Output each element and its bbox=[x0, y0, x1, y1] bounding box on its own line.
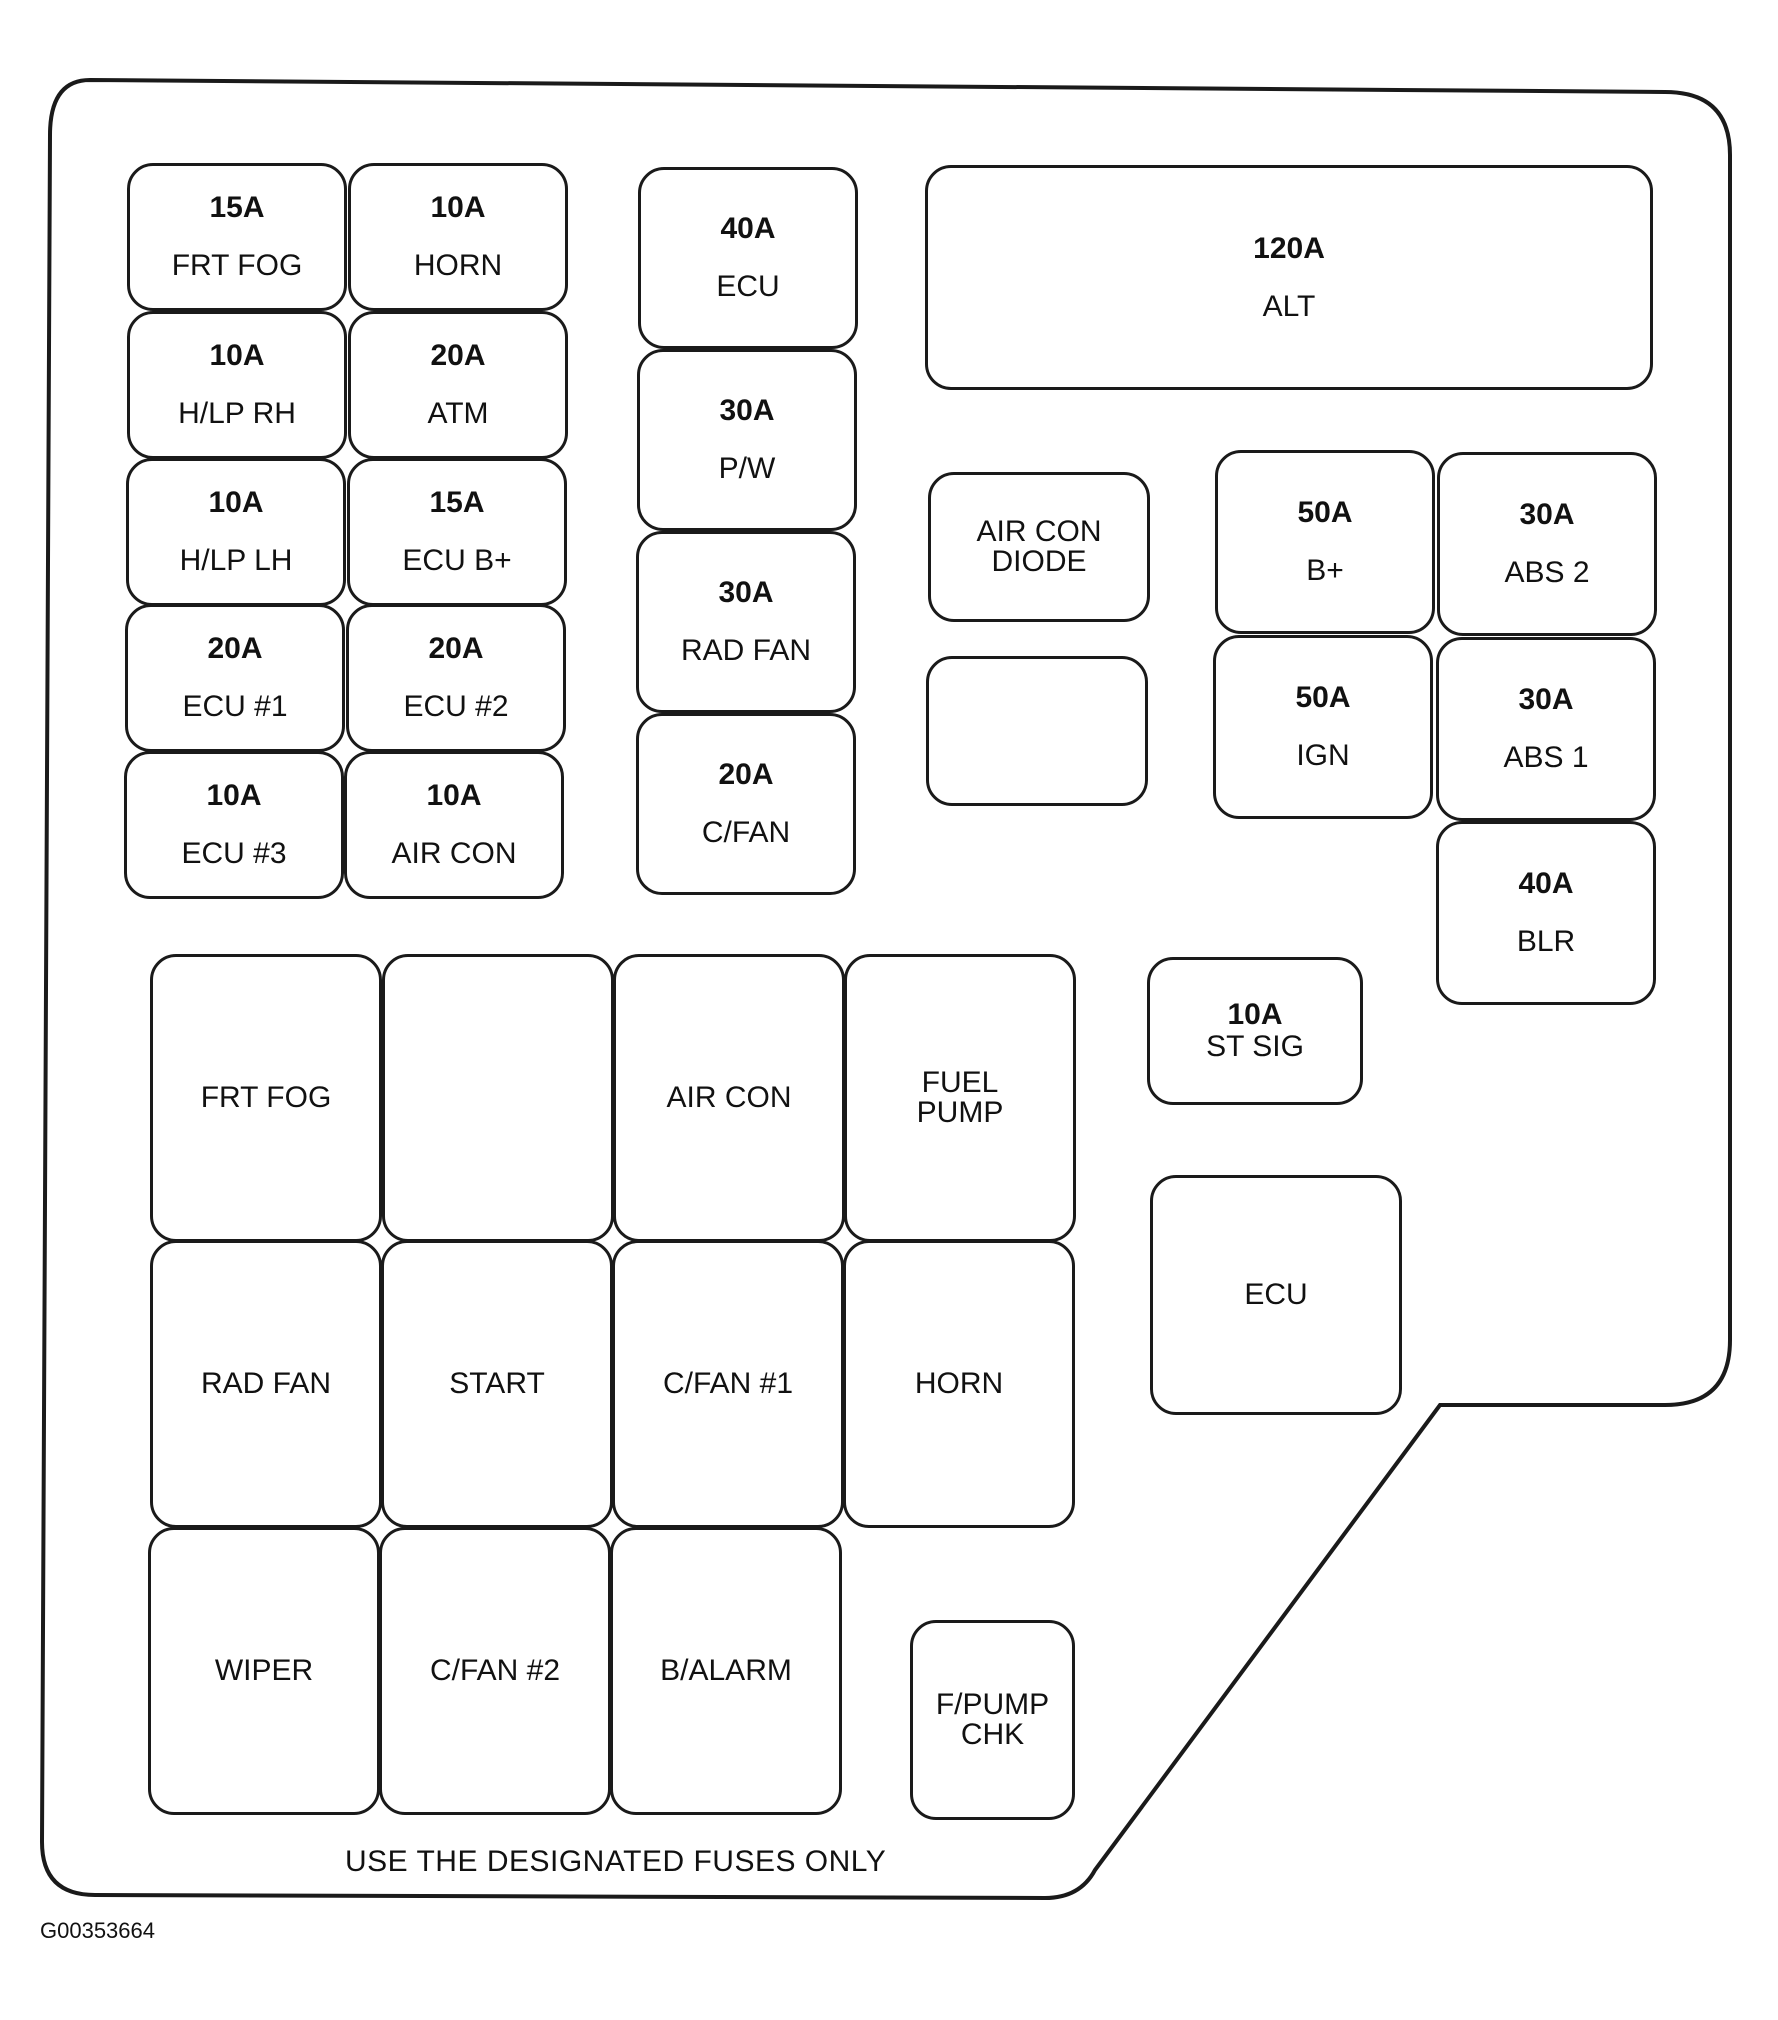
fuse-label: H/LP RH bbox=[178, 397, 296, 430]
amp-rating: 50A bbox=[1297, 496, 1353, 529]
alt-fusible-link: 120A ALT bbox=[925, 165, 1653, 390]
amp-rating: 20A bbox=[430, 339, 486, 372]
figure-code: G00353664 bbox=[40, 1918, 155, 1943]
cfan2-relay: C/FAN #2 bbox=[379, 1527, 611, 1815]
bplus-fusible-link: 50A B+ bbox=[1215, 450, 1435, 634]
blr-fusible-link: 40A BLR bbox=[1436, 821, 1656, 1005]
hlp-lh-fuse: 10A H/LP LH bbox=[126, 458, 346, 606]
ecu-fusible-link: 40A ECU bbox=[638, 167, 858, 349]
pw-fusible-link: 30A P/W bbox=[637, 349, 857, 531]
fuse-label: ALT bbox=[1262, 289, 1316, 323]
frt-fog-relay: FRT FOG bbox=[150, 954, 382, 1242]
amp-rating: 30A bbox=[718, 576, 774, 609]
atm-fuse: 20A ATM bbox=[348, 311, 568, 459]
amp-rating: 10A bbox=[1227, 998, 1283, 1031]
amp-rating: 20A bbox=[428, 632, 484, 665]
amp-rating: 20A bbox=[718, 758, 774, 791]
relay-label: FUEL PUMP bbox=[916, 1066, 1004, 1129]
amp-rating: 15A bbox=[209, 191, 265, 224]
ecu3-fuse: 10A ECU #3 bbox=[124, 751, 344, 899]
hlp-rh-fuse: 10A H/LP RH bbox=[127, 311, 347, 459]
fuse-label: HORN bbox=[413, 249, 503, 282]
rad-fan-relay: RAD FAN bbox=[150, 1240, 382, 1528]
relay-label: B/ALARM bbox=[660, 1654, 792, 1687]
relay-label: AIR CON bbox=[666, 1081, 792, 1114]
relay-label: FRT FOG bbox=[200, 1081, 332, 1114]
amp-rating: 10A bbox=[208, 486, 264, 519]
fuse-label: ECU B+ bbox=[402, 544, 512, 577]
fuse-label: ECU bbox=[716, 270, 780, 303]
amp-rating: 30A bbox=[1518, 683, 1574, 716]
amp-rating: 40A bbox=[1518, 867, 1574, 900]
air-con-fuse: 10A AIR CON bbox=[344, 751, 564, 899]
ecu-bplus-fuse: 15A ECU B+ bbox=[347, 458, 567, 606]
fuse-label: AIR CON bbox=[391, 837, 517, 870]
fuse-label: P/W bbox=[718, 452, 776, 485]
fuse-label: ABS 1 bbox=[1503, 741, 1589, 774]
wiper-relay: WIPER bbox=[148, 1527, 380, 1815]
ecu-relay: ECU bbox=[1150, 1175, 1402, 1415]
frt-fog-fuse: 15A FRT FOG bbox=[127, 163, 347, 311]
cfan-fusible-link: 20A C/FAN bbox=[636, 713, 856, 895]
amp-rating: 10A bbox=[426, 779, 482, 812]
fuse-label: FRT FOG bbox=[171, 249, 303, 282]
relay-label: START bbox=[449, 1367, 545, 1400]
amp-rating: 30A bbox=[719, 394, 775, 427]
relay-label: HORN bbox=[914, 1367, 1004, 1400]
amp-rating: 15A bbox=[429, 486, 485, 519]
designated-fuses-note: USE THE DESIGNATED FUSES ONLY bbox=[345, 1845, 887, 1878]
air-con-diode: AIR CON DIODE bbox=[928, 472, 1150, 622]
amp-rating: 10A bbox=[209, 339, 265, 372]
abs1-fusible-link: 30A ABS 1 bbox=[1436, 637, 1656, 821]
relay-label: F/PUMP CHK bbox=[935, 1688, 1050, 1751]
fuel-pump-relay: FUEL PUMP bbox=[844, 954, 1076, 1242]
amp-rating: 20A bbox=[207, 632, 263, 665]
amp-rating: 40A bbox=[720, 212, 776, 245]
empty-slot bbox=[926, 656, 1148, 806]
air-con-relay: AIR CON bbox=[613, 954, 845, 1242]
empty-relay-slot bbox=[382, 954, 614, 1242]
amp-rating: 50A bbox=[1295, 681, 1351, 714]
fuse-label: BLR bbox=[1516, 925, 1576, 958]
balarm-relay: B/ALARM bbox=[610, 1527, 842, 1815]
amp-rating: 30A bbox=[1519, 498, 1575, 531]
amp-rating: 10A bbox=[430, 191, 486, 224]
fuse-label: H/LP LH bbox=[179, 544, 293, 577]
amp-rating: 10A bbox=[206, 779, 262, 812]
fuse-label: B+ bbox=[1306, 554, 1344, 587]
ecu1-fuse: 20A ECU #1 bbox=[125, 604, 345, 752]
relay-label: RAD FAN bbox=[200, 1367, 332, 1400]
horn-relay: HORN bbox=[843, 1240, 1075, 1528]
horn-fuse: 10A HORN bbox=[348, 163, 568, 311]
ecu2-fuse: 20A ECU #2 bbox=[346, 604, 566, 752]
fuse-label: RAD FAN bbox=[680, 634, 812, 667]
start-relay: START bbox=[381, 1240, 613, 1528]
fuse-label: ABS 2 bbox=[1504, 556, 1590, 589]
rad-fan-fusible-link: 30A RAD FAN bbox=[636, 531, 856, 713]
relay-label: C/FAN #2 bbox=[429, 1654, 561, 1687]
fuse-label: ATM bbox=[427, 397, 489, 430]
fuse-label: ECU #3 bbox=[181, 837, 287, 870]
fpump-chk-connector: F/PUMP CHK bbox=[910, 1620, 1075, 1820]
amp-rating: 120A bbox=[1253, 231, 1325, 265]
fuse-label: AIR CON DIODE bbox=[976, 515, 1102, 578]
ign-fusible-link: 50A IGN bbox=[1213, 635, 1433, 819]
fuse-label: ECU #1 bbox=[182, 690, 288, 723]
fuse-label: ST SIG bbox=[1206, 1030, 1304, 1063]
relay-label: WIPER bbox=[214, 1654, 314, 1687]
fuse-label: ECU #2 bbox=[403, 690, 509, 723]
cfan1-relay: C/FAN #1 bbox=[612, 1240, 844, 1528]
fuse-label: IGN bbox=[1296, 739, 1350, 772]
relay-label: C/FAN #1 bbox=[662, 1367, 794, 1400]
relay-label: ECU bbox=[1244, 1278, 1308, 1311]
fuse-label: C/FAN bbox=[701, 816, 791, 849]
abs2-fusible-link: 30A ABS 2 bbox=[1437, 452, 1657, 636]
